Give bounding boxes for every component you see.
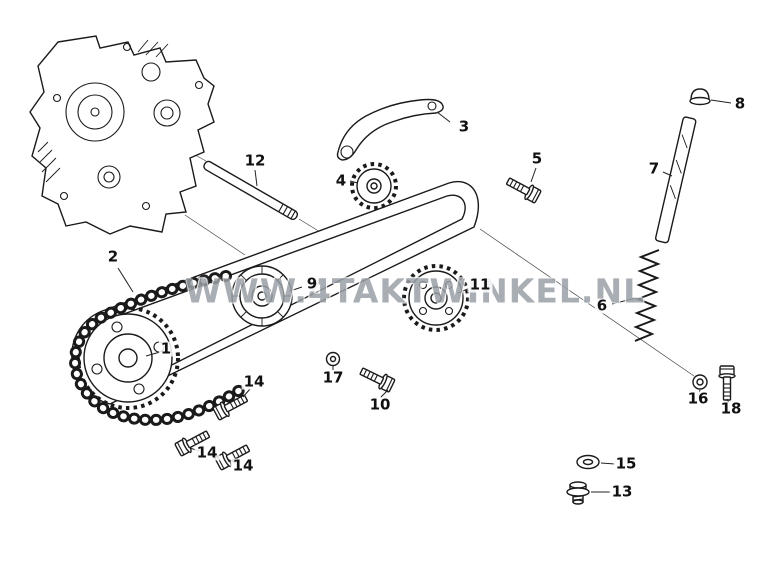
washer-17-drawing	[327, 353, 340, 366]
part-label-9: 9	[304, 274, 320, 293]
part-label-11: 11	[467, 275, 493, 294]
tensioner-spring-drawing	[635, 250, 659, 341]
case-hatching	[38, 40, 168, 182]
part-label-17: 17	[320, 368, 346, 387]
part-label-14c: 14	[230, 456, 256, 475]
part-label-2: 2	[105, 247, 121, 266]
chain-links-drawing	[75, 276, 240, 420]
watermark: WWW.4TAKTWINKEL.NL	[184, 271, 646, 311]
part-label-14a: 14	[241, 372, 267, 391]
chain-guide-arm-drawing	[338, 100, 444, 161]
adjuster-nut-drawing	[567, 482, 589, 504]
sealing-cap-drawing	[690, 89, 710, 105]
part-label-14b: 14	[194, 443, 220, 462]
part-label-3: 3	[456, 117, 472, 136]
cam-sprocket-drawing	[404, 266, 468, 330]
tensioner-rod-drawing	[655, 117, 696, 244]
part-label-10: 10	[367, 395, 393, 414]
part-label-7: 7	[646, 159, 662, 178]
part-label-15: 15	[613, 454, 639, 473]
part-label-6: 6	[594, 296, 610, 315]
washer-16-drawing	[693, 375, 707, 389]
guide-roller-drawing	[232, 266, 292, 326]
part-label-1: 1	[158, 339, 174, 358]
part-label-18: 18	[718, 399, 744, 418]
pivot-bolt-drawing	[357, 363, 397, 394]
part-label-16: 16	[685, 389, 711, 408]
sealing-bolt-drawing	[503, 173, 543, 205]
part-label-4: 4	[333, 171, 349, 190]
washer-15-drawing	[577, 456, 599, 469]
part-label-5: 5	[529, 149, 545, 168]
part-label-12: 12	[242, 151, 268, 170]
part-label-8: 8	[732, 94, 748, 113]
idler-sprocket-drawing	[352, 164, 396, 208]
engine-case-drawing	[30, 36, 214, 234]
roller-pin-drawing	[203, 160, 299, 221]
bolt-18-drawing	[718, 365, 736, 401]
part-label-13: 13	[609, 482, 635, 501]
